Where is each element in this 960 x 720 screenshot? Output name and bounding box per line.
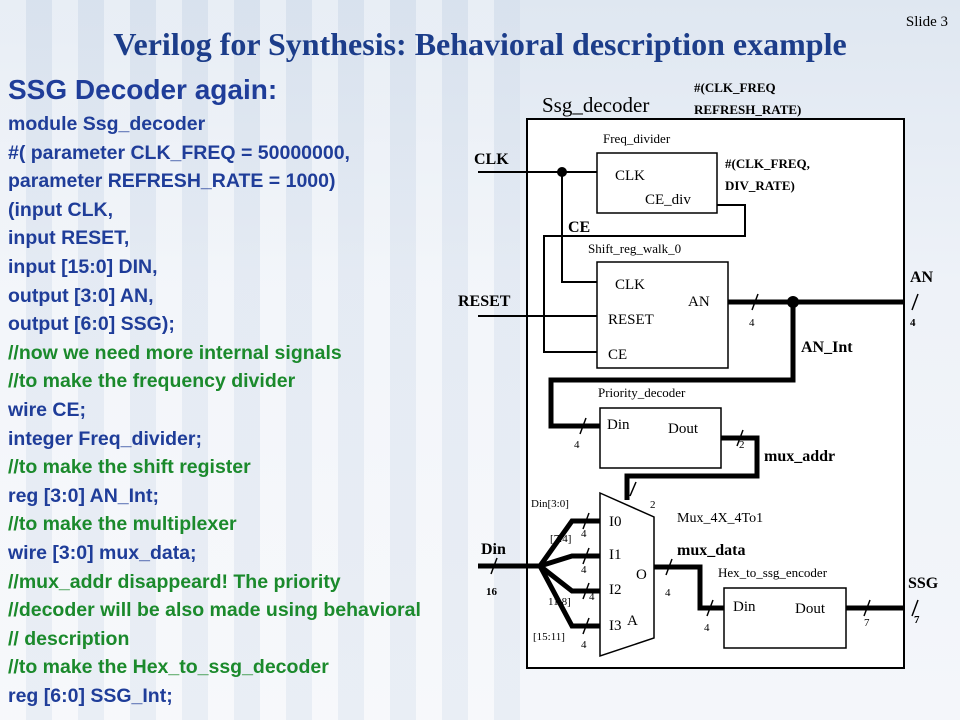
shift-register-clk-pin: CLK: [615, 277, 645, 293]
din-slice-3: [537, 564, 600, 629]
ssg-port-width: 7: [914, 614, 920, 626]
code-line: reg [3:0] AN_Int;: [8, 484, 159, 507]
shift-register-out-width: 4: [749, 317, 755, 329]
priority-decoder-name: Priority_decoder: [598, 385, 686, 400]
hex-encoder-in-width: 4: [704, 622, 710, 634]
mux-data-net-label: mux_data: [677, 542, 745, 559]
mux-addr-width: 2: [650, 499, 656, 511]
thin-wires: [478, 171, 746, 353]
din-port-width: 16: [486, 586, 498, 598]
an-int-bus: [548, 302, 796, 429]
code-line: integer Freq_divider;: [8, 427, 202, 450]
ce-wire: [543, 204, 746, 353]
mux-addr-pin: A: [627, 613, 638, 629]
mux-slice-width: 4: [581, 639, 587, 651]
code-comment: //to make the multiplexer: [8, 513, 237, 536]
hex-encoder-block: [723, 587, 847, 649]
hex-encoder-dout-pin: Dout: [795, 601, 826, 617]
code-line: reg [6:0] SSG_Int;: [8, 684, 173, 707]
code-line: input RESET,: [8, 227, 130, 250]
bus-wires: [478, 299, 904, 629]
freq-divider-param: DIV_RATE): [725, 178, 795, 193]
priority-decoder-din-pin: Din: [607, 417, 630, 433]
shift-register-an-pin: AN: [688, 294, 710, 310]
clk-junction: [557, 167, 567, 177]
code-line: module Ssg_decoder: [8, 113, 206, 135]
code-comment: //decoder will be also made using behavi…: [8, 599, 421, 622]
freq-divider-block: [596, 152, 718, 214]
code-line: input [15:0] DIN,: [8, 255, 158, 278]
mux-data-bus: [654, 564, 724, 611]
priority-decoder-dout-pin: Dout: [668, 421, 699, 437]
freq-divider-param: #(CLK_FREQ,: [725, 156, 810, 171]
freq-divider-ce-pin: CE_div: [645, 192, 691, 208]
clk-port-label: CLK: [474, 151, 509, 168]
slide-subtitle: SSG Decoder again:: [8, 74, 278, 105]
an-port-width: 4: [910, 317, 916, 329]
an-int-net-label: AN_Int: [801, 339, 853, 356]
mux-input-pin: I3: [609, 618, 622, 634]
mux-input-pin: I2: [609, 582, 622, 598]
din-port-label: Din: [481, 541, 506, 558]
mux-slice-label: Din[3:0]: [531, 498, 569, 510]
shift-register-reset-pin: RESET: [608, 312, 654, 328]
code-line: parameter REFRESH_RATE = 1000): [8, 170, 336, 193]
mux-slice-label: [7:4]: [550, 533, 571, 545]
shift-register-ce-pin: CE: [608, 347, 627, 363]
mux-slice-width: 4: [589, 591, 595, 603]
an-port-label: AN: [910, 269, 934, 286]
shift-register-name: Shift_reg_walk_0: [588, 241, 681, 256]
ssg-port-label: SSG: [908, 575, 939, 592]
top-module-name: Ssg_decoder: [542, 93, 649, 117]
code-line: wire CE;: [8, 398, 87, 421]
code-comment: //to make the frequency divider: [8, 370, 296, 393]
ce-net-label: CE: [568, 219, 590, 236]
an-junction: [787, 296, 799, 308]
code-comment: //now we need more internal signals: [8, 341, 342, 364]
din-slice-1: [539, 553, 600, 569]
code-line: #( parameter CLK_FREQ = 50000000,: [8, 141, 350, 164]
slide-title: Verilog for Synthesis: Behavioral descri…: [113, 26, 847, 62]
code-line: wire [3:0] mux_data;: [8, 541, 197, 564]
mux-slice-width: 4: [581, 528, 587, 540]
priority-decoder-block: [599, 407, 722, 469]
code-line: output [6:0] SSG);: [8, 313, 175, 336]
mux-input-pin: I1: [609, 547, 622, 563]
code-comment: // description: [8, 627, 130, 650]
bus-width-marks: [490, 293, 919, 635]
mux-block: [599, 491, 655, 658]
code-comment: //mux_addr disappeard! The priority: [8, 570, 341, 593]
mux-out-width: 4: [665, 587, 671, 599]
code-comment: //to make the Hex_to_ssg_decoder: [8, 656, 329, 679]
mux-slice-width: 4: [581, 564, 587, 576]
mux-input-pin: I0: [609, 514, 622, 530]
mux-name: Mux_4X_4To1: [677, 511, 763, 526]
top-module-param: REFRESH_RATE): [694, 102, 801, 117]
priority-decoder-in-width: 4: [574, 439, 580, 451]
top-module-param: #(CLK_FREQ: [694, 80, 776, 95]
freq-divider-name: Freq_divider: [603, 131, 671, 146]
code-listing: module Ssg_decoder #( parameter CLK_FREQ…: [8, 113, 528, 713]
hex-encoder-din-pin: Din: [733, 599, 756, 615]
slide-number: Slide 3: [905, 14, 948, 30]
hex-encoder-name: Hex_to_ssg_encoder: [718, 565, 828, 580]
hex-encoder-out-width: 7: [864, 617, 870, 629]
mux-addr-bus: [624, 435, 760, 500]
mux-output-pin: O: [636, 567, 647, 583]
mux-addr-net-label: mux_addr: [764, 448, 835, 465]
background-stripes: [0, 0, 520, 720]
mux-slice-label: [15:11]: [533, 631, 565, 643]
mux-slice-label: 11:8]: [548, 596, 571, 608]
freq-divider-clk-pin: CLK: [615, 168, 645, 184]
shift-register-block: [596, 261, 729, 369]
priority-decoder-out-width: 2: [739, 439, 745, 451]
reset-port-label: RESET: [458, 293, 511, 310]
din-slice-2: [538, 564, 600, 594]
din-slice-0: [537, 518, 600, 568]
code-line: (input CLK,: [8, 198, 114, 221]
code-line: output [3:0] AN,: [8, 284, 154, 307]
code-comment: //to make the shift register: [8, 456, 251, 479]
clk-branch-wire: [561, 172, 597, 283]
